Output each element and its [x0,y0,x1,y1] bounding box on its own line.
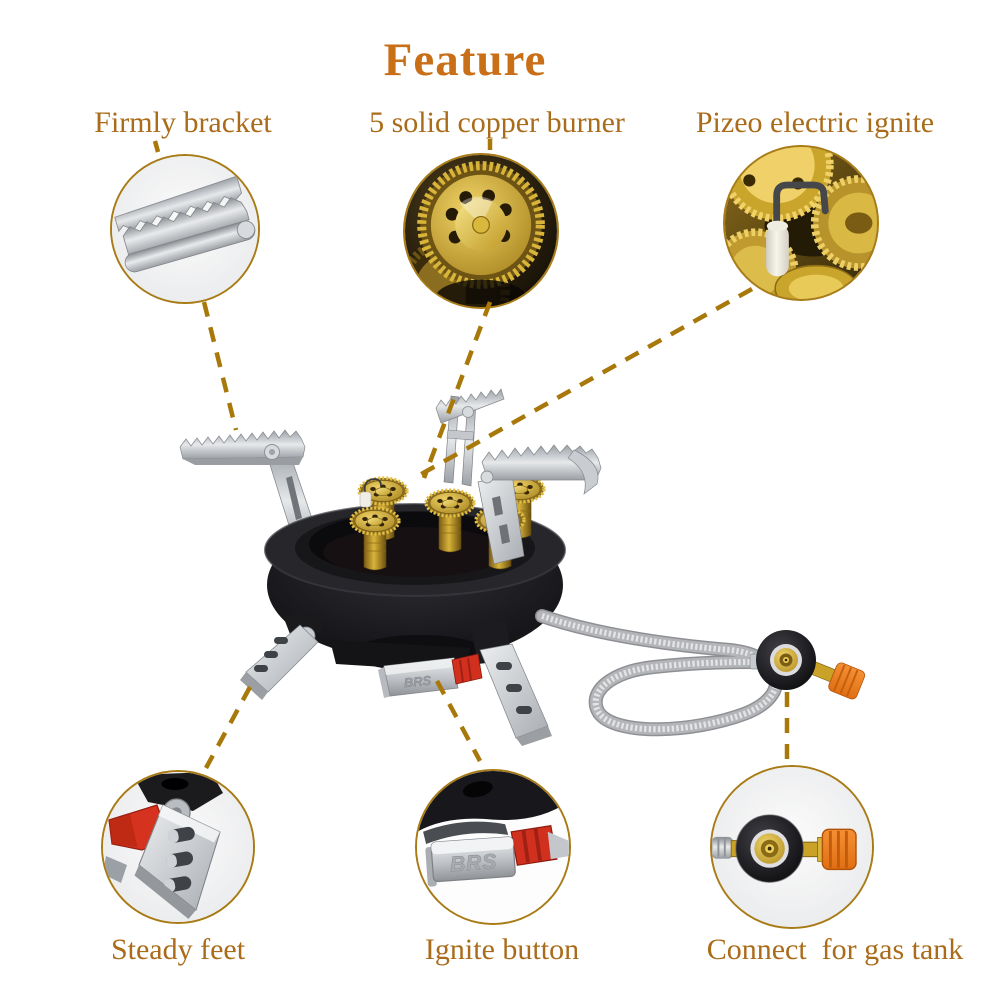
strut-slot [286,476,302,520]
inset-piezo-ignite [723,145,879,301]
brand-engraving: BRS [449,849,498,876]
label-steady-feet: Steady feet [110,933,246,966]
brand-engraving: BRS [403,673,432,691]
inset-steady-feet [101,770,255,924]
inset-firmly-bracket [110,154,260,304]
ignition-wire [773,181,829,231]
brass-burner-closeup [405,155,557,307]
label-piezo-ignite: Pizeo electric ignite [695,106,935,139]
gas-tank-adapter [749,630,866,700]
folding-foot-closeup [103,772,253,922]
pot-support-arm-left [179,429,306,465]
valve-assembly [807,660,866,700]
leg-left [240,612,322,700]
stove-product-photo: BRS [179,388,866,746]
label-copper-burner: 5 solid copper burner [369,106,625,139]
label-gas-tank: Connect for gas tank [706,933,964,966]
ceramic-electrode [766,224,789,277]
label-firmly-bracket: Firmly bracket [94,106,272,139]
inset-ignite-button: BRS [415,769,571,925]
gas-hose [535,609,784,737]
page-title: Feature [383,34,547,87]
label-ignite-button: Ignite button [424,933,580,966]
red-ignite-knob [451,653,483,685]
inset-copper-burner [403,153,559,309]
piezo-electrode-closeup [725,147,877,299]
serrated-bracket-closeup [112,156,258,302]
callout-tick-firmly-bracket [152,140,161,153]
piezo-electrode [359,478,382,508]
leg-right [470,620,552,746]
ignite-button-closeup: BRS [417,771,569,923]
inset-gas-tank-adapter [710,765,874,929]
gas-tank-adapter-closeup [712,767,872,927]
